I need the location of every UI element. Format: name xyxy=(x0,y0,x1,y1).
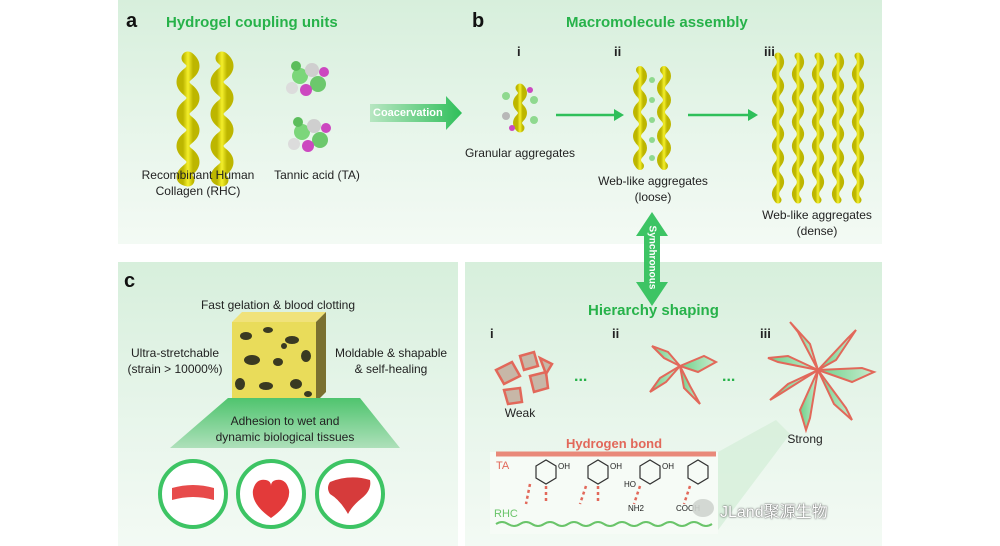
panel-b-stage-iii: iii xyxy=(764,44,775,59)
rhc-backbone xyxy=(495,521,713,527)
tri-branch-structure xyxy=(649,345,719,405)
moldable-line2: & self-healing xyxy=(354,362,428,376)
oh-label-2: OH xyxy=(610,462,622,471)
ta-label: Tannic acid (TA) xyxy=(274,168,360,182)
coacervation-label: Coacervation xyxy=(373,107,443,119)
strong-label: Strong xyxy=(787,432,823,446)
rhc-label-line2: Collagen (RHC) xyxy=(155,184,241,198)
oh-label-1: OH xyxy=(558,462,570,471)
web-dense-label-line2: (dense) xyxy=(796,224,838,238)
granular-aggregate xyxy=(502,83,538,133)
hier-dots-2: ... xyxy=(722,368,736,385)
web-loose-label-line1: Web-like aggregates xyxy=(598,174,708,188)
tissue-circle-skin xyxy=(158,459,228,529)
nh2-label: NH2 xyxy=(628,504,645,513)
adhesion-line2: dynamic biological tissues xyxy=(215,430,355,444)
web-dense-label-line1: Web-like aggregates xyxy=(762,208,872,222)
ultra-stretchable-line1: Ultra-stretchable xyxy=(130,346,220,360)
weak-label: Weak xyxy=(504,406,536,420)
panel-b-stage-i: i xyxy=(517,44,521,59)
moldable-line1: Moldable & shapable xyxy=(334,346,448,360)
hier-stage-iii: iii xyxy=(760,326,771,341)
zoom-connector xyxy=(718,420,790,530)
tannic-acid-molecule-1 xyxy=(286,61,329,96)
ho-label: HO xyxy=(624,480,636,489)
panel-a-title: Hydrogel coupling units xyxy=(166,14,338,31)
hier-stage-i: i xyxy=(490,326,494,341)
tissue-circle-liver xyxy=(315,459,385,529)
hydrogen-bond-dashes xyxy=(524,483,692,505)
panel-b-title: Macromolecule assembly xyxy=(566,14,748,31)
hydrogen-bond-label: Hydrogen bond xyxy=(566,436,663,451)
rhc-chem-label: RHC xyxy=(494,508,518,520)
weak-fragments xyxy=(494,350,554,406)
coacervation-arrow xyxy=(370,96,462,130)
tissue-circle-heart xyxy=(236,459,306,529)
hierarchy-title: Hierarchy shaping xyxy=(588,302,719,319)
oh-label-3: OH xyxy=(662,462,674,471)
watermark-text: JLand聚源生物 xyxy=(720,504,828,521)
cooh-label: COOH xyxy=(676,504,700,513)
dense-web-aggregate xyxy=(772,52,864,204)
wechat-icon xyxy=(692,499,714,517)
hier-dots-1: ... xyxy=(574,368,588,385)
synchronous-double-arrow xyxy=(636,212,668,306)
web-loose-label-line2: (loose) xyxy=(634,190,672,204)
collagen-helix-1 xyxy=(176,51,200,187)
arrow-i-to-ii-head xyxy=(614,109,624,121)
hbond-box-background xyxy=(490,452,718,534)
phenol-rings xyxy=(535,459,709,485)
tannic-acid-molecule-2 xyxy=(288,117,331,152)
hier-stage-ii: ii xyxy=(612,326,620,341)
panel-b-letter: b xyxy=(472,10,485,32)
ultra-stretchable-line2: (strain > 10000%) xyxy=(127,362,223,376)
arrow-ii-to-iii-head xyxy=(748,109,758,121)
hydrogel-block xyxy=(232,312,326,402)
loose-web-aggregate xyxy=(633,66,671,170)
granular-label: Granular aggregates xyxy=(464,146,576,160)
collagen-helix-2 xyxy=(210,51,234,187)
adhesion-triangle xyxy=(170,398,400,448)
rhc-label-line1: Recombinant Human xyxy=(141,168,255,182)
adhesion-line1: Adhesion to wet and xyxy=(230,414,340,428)
ta-chem-label: TA xyxy=(496,460,510,472)
panel-a-letter: a xyxy=(126,10,138,32)
fast-gelation-label: Fast gelation & blood clotting xyxy=(200,298,356,312)
panel-b-stage-ii: ii xyxy=(614,44,622,59)
panel-a-b-background xyxy=(118,0,882,244)
panel-c-letter: c xyxy=(124,270,136,292)
strong-star-structure xyxy=(767,321,877,434)
synchronous-label: Synchronous xyxy=(646,225,658,290)
